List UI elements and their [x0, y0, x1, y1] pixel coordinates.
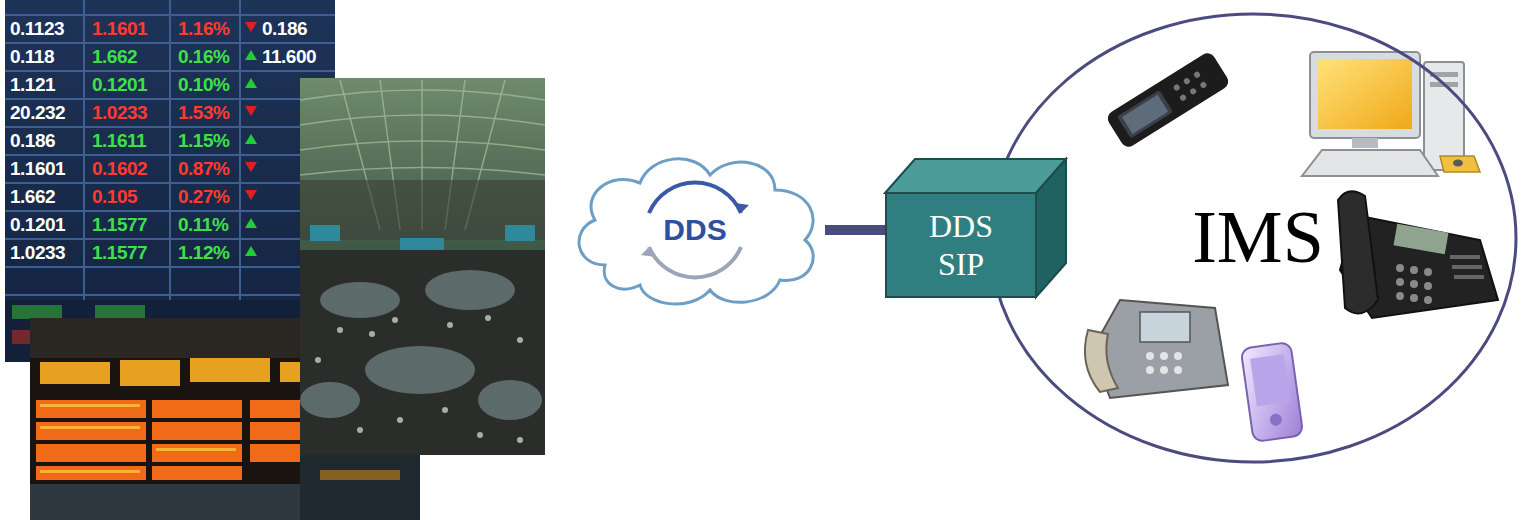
cloud-node: DDS	[565, 145, 825, 315]
network-ellipse: IMS	[988, 12, 1518, 464]
logo-text: DDS	[663, 213, 726, 247]
ticker-value: 1.1611	[92, 130, 146, 152]
ticker-value: 1.15%	[178, 130, 229, 152]
ticker-value: 0.87%	[178, 158, 229, 180]
ticker-value: 20.232	[10, 102, 65, 124]
gateway-box: DDS SIP	[885, 158, 1067, 298]
ticker-value: 1.1577	[92, 242, 147, 264]
connector-line	[825, 225, 885, 235]
ticker-value: 1.0233	[10, 242, 65, 264]
ticker-value: 1.16%	[178, 18, 229, 40]
ticker-value: 0.11%	[178, 214, 228, 236]
device-icons	[1085, 50, 1498, 442]
ticker-photo	[5, 0, 335, 362]
ticker-value: 0.105	[92, 186, 137, 208]
ticker-value: 0.186	[262, 18, 307, 40]
ticker-value: 0.10%	[178, 74, 229, 96]
box-label: DDS SIP	[916, 207, 1006, 283]
ticker-value: 11.600	[262, 46, 316, 68]
ticker-value: 1.53%	[178, 102, 229, 124]
ticker-value: 1.121	[10, 74, 55, 96]
ticker-value: 1.0233	[92, 102, 147, 124]
ticker-value: 1.662	[10, 186, 55, 208]
ticker-value: 0.27%	[178, 186, 229, 208]
ticker-value: 0.186	[10, 130, 55, 152]
ticker-value: 1.1601	[92, 18, 147, 40]
ticker-value: 0.1602	[92, 158, 147, 180]
ip-phone	[1085, 300, 1228, 398]
ticker-value: 0.16%	[178, 46, 229, 68]
floor-photo	[300, 78, 545, 455]
ticker-value: 0.1123	[10, 18, 64, 40]
ticker-value: 1.1577	[92, 214, 147, 236]
ticker-value: 1.662	[92, 46, 137, 68]
ticker-value: 1.12%	[178, 242, 229, 264]
ticker-value: 0.1201	[92, 74, 147, 96]
ticker-value: 0.1201	[10, 214, 65, 236]
ticker-value: 1.1601	[10, 158, 65, 180]
ticker-value: 0.118	[10, 46, 54, 68]
desk-phone	[1338, 191, 1498, 318]
network-label: IMS	[1192, 195, 1324, 279]
